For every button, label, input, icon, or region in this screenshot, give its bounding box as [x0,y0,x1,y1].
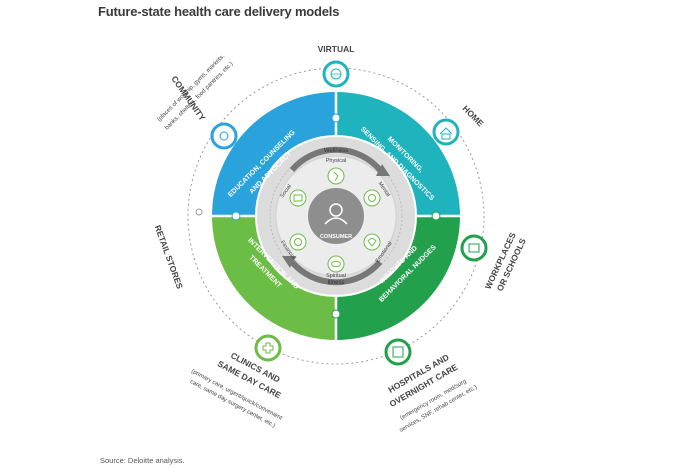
physical-icon [327,167,345,185]
source-note: Source: Deloitte analysis. [100,456,185,465]
home-icon [432,118,460,146]
spiritual-icon [327,255,345,273]
wellness-arrow [289,146,383,173]
page-title: Future-state health care delivery models [98,4,340,19]
person-icon [329,203,343,217]
dimension-icons [289,167,381,273]
outer-dotted-ring [187,67,485,365]
quadrant-connectors [231,113,441,319]
mental-icon [363,189,381,207]
clinic-icon [254,334,282,362]
social-icon [289,189,307,207]
globe-icon [322,60,350,88]
home-label: HOME [461,103,486,128]
spiritual-label: Spiritual [326,273,346,279]
illness-arrow [289,259,383,286]
illness-label: Illness [327,280,344,286]
retail-label: RETAIL STORES [153,224,185,291]
financial-icon [289,233,307,251]
emotional-icon [363,233,381,251]
hospital-icon [384,338,412,366]
setting-icons [195,60,488,366]
physical-label: Physical [326,158,346,164]
workplace-icon [460,234,488,262]
wellness-label: Wellness [324,148,348,154]
retail-icon [195,208,203,216]
virtual-label: VIRTUAL [318,44,355,54]
community-icon [210,122,238,150]
consumer-label: CONSUMER [320,234,352,240]
community-sub-1: (places of worship, gyms, markets, [157,53,227,123]
